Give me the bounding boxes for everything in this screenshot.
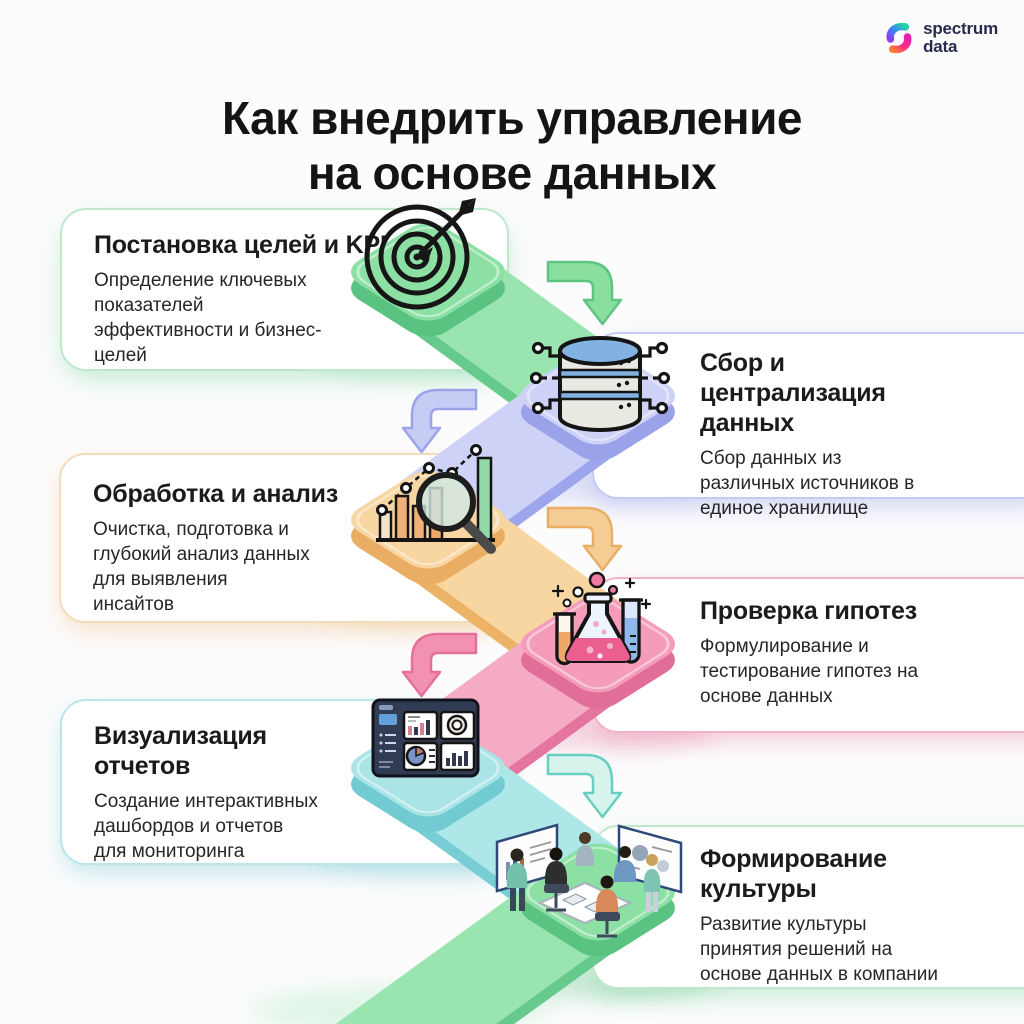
step-5-title: Визуализация отчетов — [94, 722, 267, 780]
step-card-4: Проверка гипотез Формулирование и тестир… — [592, 577, 1024, 733]
page-title-line2: на основе данных — [307, 146, 717, 199]
brand-name: spectrum data — [923, 20, 998, 56]
ramp-step6-exit — [335, 854, 626, 1024]
step-4-title: Проверка гипотез — [700, 597, 917, 625]
step-card-1: Постановка целей и KPI Определение ключе… — [60, 208, 509, 371]
step-card-2: Сбор и централизация данных Сбор данных … — [592, 332, 1024, 519]
arrow-step2-step3 — [401, 388, 478, 454]
arrow-step3-step4 — [546, 506, 623, 572]
step-card-6: Формирование культуры Развитие культуры … — [592, 825, 1024, 989]
step-card-3: Обработка и анализ Очистка, подготовка и… — [59, 453, 509, 623]
arrow-step5-step6 — [546, 753, 623, 819]
page-title-line1: Как внедрить управление — [222, 91, 802, 144]
page-title: Как внедрить управление на основе данных — [0, 91, 1024, 201]
brand-name-line1: spectrum — [923, 19, 998, 38]
step-6-title: Формирование культуры — [700, 845, 887, 903]
step-4-description: Формулирование и тестирование гипотез на… — [700, 636, 919, 707]
step-1-title: Постановка целей и KPI — [94, 231, 387, 259]
step-3-description: Очистка, подготовка и глубокий анализ да… — [93, 519, 310, 615]
step-2-description: Сбор данных из различных источников в ед… — [700, 448, 915, 519]
step-2-title: Сбор и централизация данных — [700, 349, 886, 437]
spectrum-swirl-icon — [886, 22, 912, 54]
step-6-description: Развитие культуры принятия решений на ос… — [700, 914, 939, 985]
brand-name-line2: data — [923, 37, 958, 56]
arrow-step4-step5 — [401, 632, 478, 698]
arrow-step1-step2 — [546, 260, 623, 326]
step-card-5: Визуализация отчетов Создание интерактив… — [60, 699, 509, 865]
step-5-description: Создание интерактивных дашбордов и отчет… — [94, 791, 318, 862]
step-1-description: Определение ключевых показателей эффекти… — [94, 270, 322, 366]
brand-logo: spectrum data — [882, 20, 998, 56]
step-3-title: Обработка и анализ — [93, 480, 339, 508]
